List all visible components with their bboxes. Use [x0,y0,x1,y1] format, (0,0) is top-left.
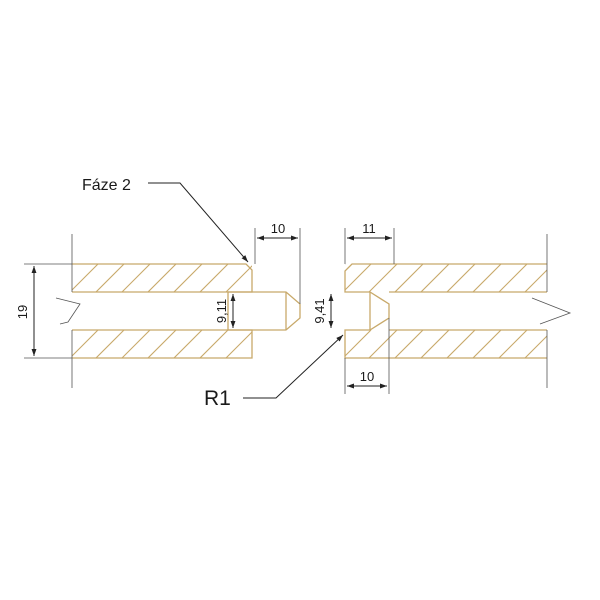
hatch-line [147,264,177,292]
hatch-line [498,264,528,292]
hatch-line [147,330,177,358]
hatch-line [95,330,125,358]
hatch-line [173,264,203,292]
hatch-line [121,330,151,358]
dimension-tongue-length: 10 [254,221,301,304]
hatch-line [368,264,398,292]
hatch-line [72,330,73,331]
left-board [55,234,301,388]
hatch-line [394,330,424,358]
hatch-line [225,331,252,358]
hatch-line [72,264,73,265]
dimension-thickness-label: 19 [15,305,30,319]
hatch-line [121,264,151,292]
hatch-line [524,269,547,292]
right-board-outline [344,263,547,359]
dimension-tongue-width: 9,11 [214,294,236,328]
right-board-bottom-hatch [345,330,579,358]
chamfer-leader: Fáze 2 [82,177,249,263]
right-break-line [531,234,572,388]
dimension-thickness: 19 [15,263,72,359]
hatch-line [225,265,252,292]
hatch-line [95,264,125,292]
dimension-tongue-width-label: 9,11 [214,299,229,323]
hatch-line [345,330,346,331]
hatch-line [524,335,547,358]
hatch-line [345,264,346,265]
hatch-line [420,264,450,292]
radius-leader: R1 [204,334,344,410]
hatch-line [420,330,450,358]
hatch-line [72,330,99,357]
hatch-line [199,330,229,358]
hatch-line [72,264,99,291]
hatch-line [199,264,229,292]
dimension-tongue-length-label: 10 [271,221,285,236]
right-board [344,234,579,388]
hatch-line [551,330,579,358]
hatch-line [394,264,424,292]
dimension-groove-depth-bottom: 10 [344,318,390,394]
hatch-line [472,330,502,358]
dimension-groove-width: 9,41 [312,294,334,328]
hatch-line [251,291,252,292]
hatch-line [173,330,203,358]
hatch-line [472,264,502,292]
hatch-line [446,330,476,358]
hatch-line [251,357,252,358]
left-board-top-hatch [72,264,252,292]
right-board-top-hatch [345,264,579,292]
left-board-bottom-hatch [72,330,252,358]
dimension-groove-depth-bottom-label: 10 [360,369,374,384]
hatch-line [551,264,579,292]
hatch-line [368,330,398,358]
hatch-line [446,264,476,292]
hatch-line [345,264,372,291]
dimension-groove-depth-top-label: 11 [362,221,376,236]
chamfer-label: Fáze 2 [82,177,131,194]
hatch-line [498,330,528,358]
tongue [228,291,301,331]
hatch-line [345,330,372,357]
dimension-groove-width-label: 9,41 [312,298,327,323]
left-break-line [55,234,81,388]
radius-label: R1 [204,387,231,410]
dimension-groove-depth-top: 11 [344,221,395,264]
